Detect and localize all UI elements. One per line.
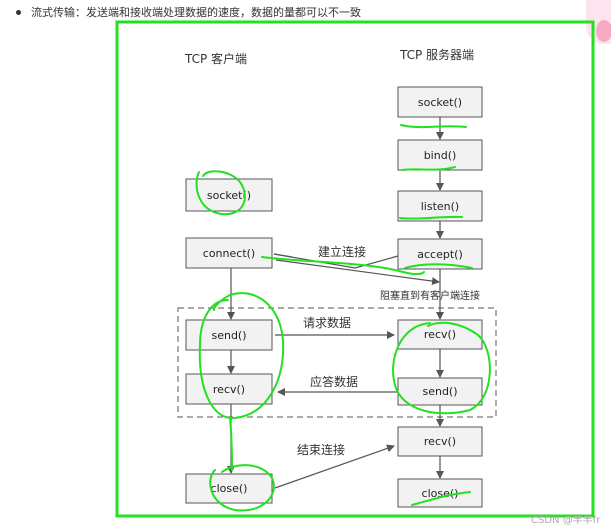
client-title: TCP 客户端 xyxy=(184,51,247,66)
stroke-client-recv-close xyxy=(229,417,233,471)
server-box-recv: recv() xyxy=(397,319,483,350)
bullet-icon xyxy=(16,10,21,15)
label-request: 请求数据 xyxy=(303,315,351,330)
highlight-frame xyxy=(115,20,595,518)
server-box-listen-label: listen() xyxy=(421,200,459,213)
server-box-close: close() xyxy=(397,478,483,508)
caption-line: 流式传输：发送端和接收端处理数据的速度，数据的量都可以不一致 xyxy=(6,4,566,22)
client-box-close: close() xyxy=(185,473,273,504)
server-box-socket: socket() xyxy=(397,86,483,118)
client-box-send: send() xyxy=(185,319,273,351)
server-box-recv-2: recv() xyxy=(397,426,483,457)
server-box-recv-label: recv() xyxy=(424,328,456,341)
client-box-recv: recv() xyxy=(185,373,273,405)
server-box-listen: listen() xyxy=(397,190,483,222)
client-box-send-label: send() xyxy=(211,329,246,342)
server-box-send-label: send() xyxy=(422,385,457,398)
underline-accept xyxy=(404,263,473,269)
arrow-finish xyxy=(274,444,395,489)
corner-decoration-dot xyxy=(596,20,611,42)
underline-socket xyxy=(400,124,467,129)
server-box-socket-label: socket() xyxy=(418,96,462,109)
client-box-socket: socket() xyxy=(185,178,273,212)
underline-listen xyxy=(399,215,463,220)
server-box-accept-label: accept() xyxy=(417,248,462,261)
watermark: CSDN @羊羊fr xyxy=(531,513,601,526)
server-box-close-label: close() xyxy=(422,487,459,500)
label-finish: 结束连接 xyxy=(297,442,345,457)
arrow-accept-connect xyxy=(273,253,399,269)
server-box-recv-2-label: recv() xyxy=(424,435,456,448)
label-response: 应答数据 xyxy=(310,374,358,389)
highlight-annotations xyxy=(195,124,491,512)
arrow-accept-connect-tail xyxy=(273,253,293,258)
label-establish: 建立连接 xyxy=(318,244,366,259)
client-box-recv-label: recv() xyxy=(213,383,245,396)
caption-text: 流式传输：发送端和接收端处理数据的速度，数据的量都可以不一致 xyxy=(31,6,361,19)
underline-server-close xyxy=(411,491,471,506)
server-title: TCP 服务器端 xyxy=(399,47,474,62)
stroke-connect-accept xyxy=(261,256,425,276)
circle-client-socket xyxy=(195,170,246,216)
server-box-send: send() xyxy=(397,377,483,406)
label-block: 阻塞直到有客户端连接 xyxy=(380,289,480,302)
underline-bind xyxy=(401,166,456,171)
circle-client-close xyxy=(209,464,275,512)
client-box-close-label: close() xyxy=(211,482,248,495)
client-box-connect: connect() xyxy=(185,237,273,269)
arrow-connect-accept xyxy=(275,259,440,286)
circle-server-recv-send xyxy=(392,321,491,415)
circle-client-send-recv xyxy=(198,292,285,420)
server-box-bind-label: bind() xyxy=(424,149,457,162)
server-box-bind: bind() xyxy=(397,139,483,171)
client-box-connect-label: connect() xyxy=(203,247,255,260)
client-box-socket-label: socket() xyxy=(207,189,251,202)
data-exchange-region xyxy=(177,307,497,418)
